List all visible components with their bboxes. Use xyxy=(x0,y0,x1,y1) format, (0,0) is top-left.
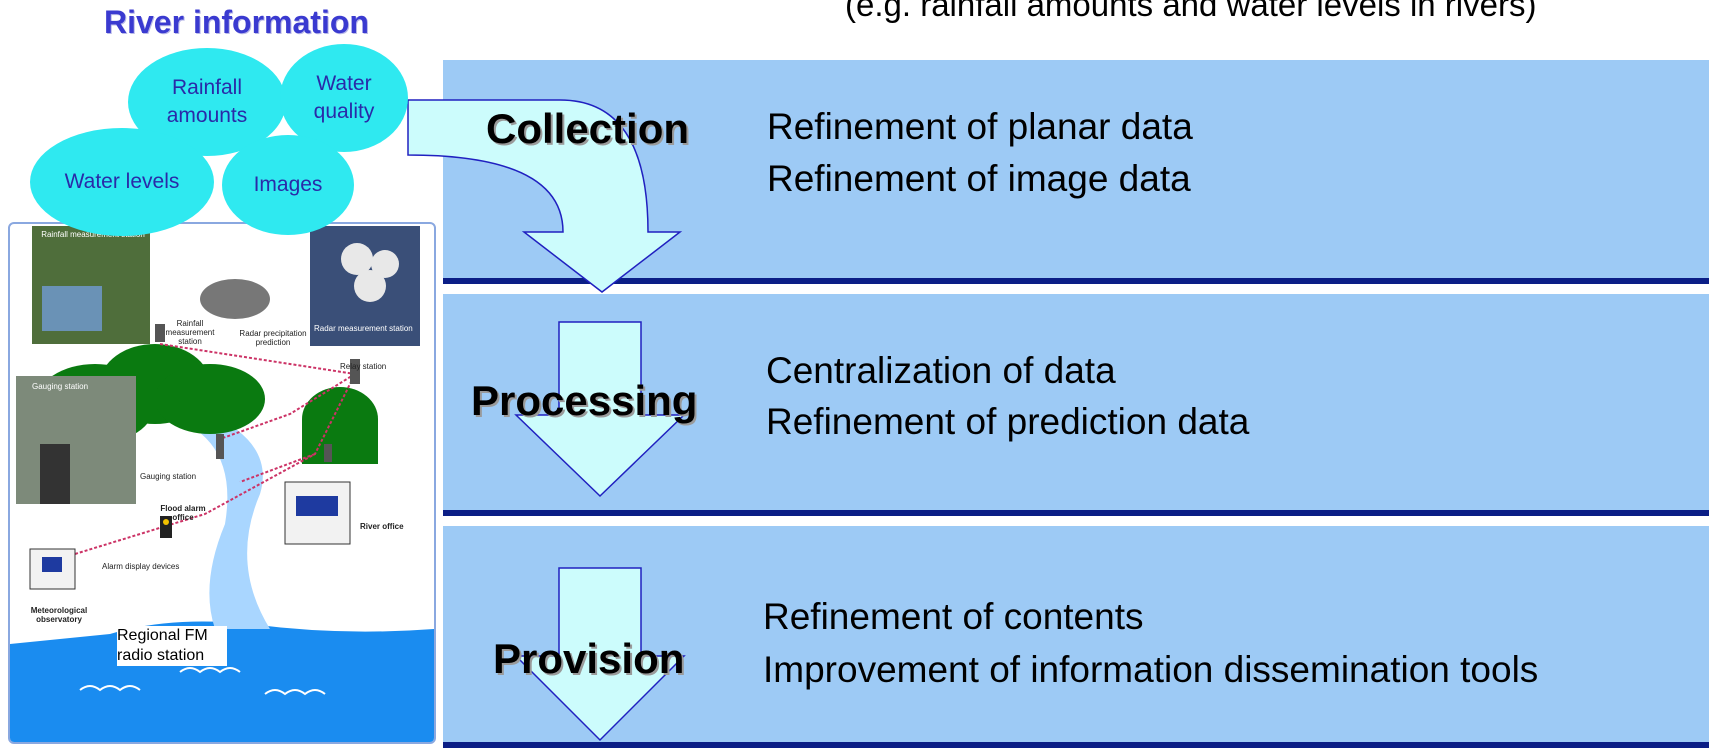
collection-item-1: Refinement of planar data xyxy=(767,106,1193,147)
river-information-title: River information xyxy=(104,4,369,40)
label-radar-measurement-station: Radar measurement station xyxy=(314,324,413,333)
cloud xyxy=(200,279,270,319)
label-flood-alarm-office: Flood alarm office xyxy=(160,504,206,522)
bubble-water-levels: Water levels xyxy=(30,128,214,236)
bubble-water-quality: Water quality xyxy=(280,44,408,152)
label-meteorological-observatory: Meteorological observatory xyxy=(30,606,88,624)
radar-dome-icon xyxy=(341,243,373,275)
river xyxy=(160,414,270,629)
processing-item-1: Centralization of data xyxy=(766,350,1116,391)
label-radar-precipitation-prediction: Radar precipitation prediction xyxy=(239,329,307,347)
hill xyxy=(155,364,265,434)
top-caption: (e.g. rainfall amounts and water levels … xyxy=(845,0,1537,23)
processing-panel xyxy=(443,294,1709,510)
relay-antenna-icon xyxy=(350,359,360,384)
label-river-office: River office xyxy=(360,522,404,531)
processing-panel-rule xyxy=(443,510,1709,516)
processing-down-arrow xyxy=(514,321,686,498)
label-gauging-station: Gauging station xyxy=(140,472,197,481)
provision-item-1: Refinement of contents xyxy=(763,596,1144,637)
stage-collection-label: Collection xyxy=(486,105,690,152)
collection-panel-rule xyxy=(443,278,1709,284)
stage-processing-label: Processing xyxy=(471,377,698,424)
provision-panel-rule xyxy=(443,742,1709,748)
label-gauging-station-photo: Gauging station xyxy=(32,382,89,391)
gauging-station-photo xyxy=(16,376,136,504)
sea xyxy=(10,621,434,742)
provision-panel xyxy=(443,526,1709,742)
provision-item-2: Improvement of information dissemination… xyxy=(763,649,1539,690)
provision-down-arrow xyxy=(514,567,686,742)
label-relay-station: Relay station xyxy=(340,362,387,371)
bubble-images: Images xyxy=(222,135,354,235)
river-network-illustration: Rainfall measurement station Radar measu… xyxy=(8,222,436,744)
collection-item-2: Refinement of image data xyxy=(767,158,1191,199)
stage-provision-label: Provision xyxy=(493,635,685,682)
label-rainfall-measurement-station: Rainfall measurement station xyxy=(41,230,145,239)
label-rainfall-measurement-station-2: Rainfall measurement station xyxy=(165,319,215,346)
label-alarm-display-devices: Alarm display devices xyxy=(102,562,180,571)
collection-curved-arrow xyxy=(407,99,683,293)
alarm-signal-icon xyxy=(160,516,172,538)
processing-item-2: Refinement of prediction data xyxy=(766,401,1250,442)
label-regional-fm-radio-station: Regional FM radio station xyxy=(117,626,227,666)
